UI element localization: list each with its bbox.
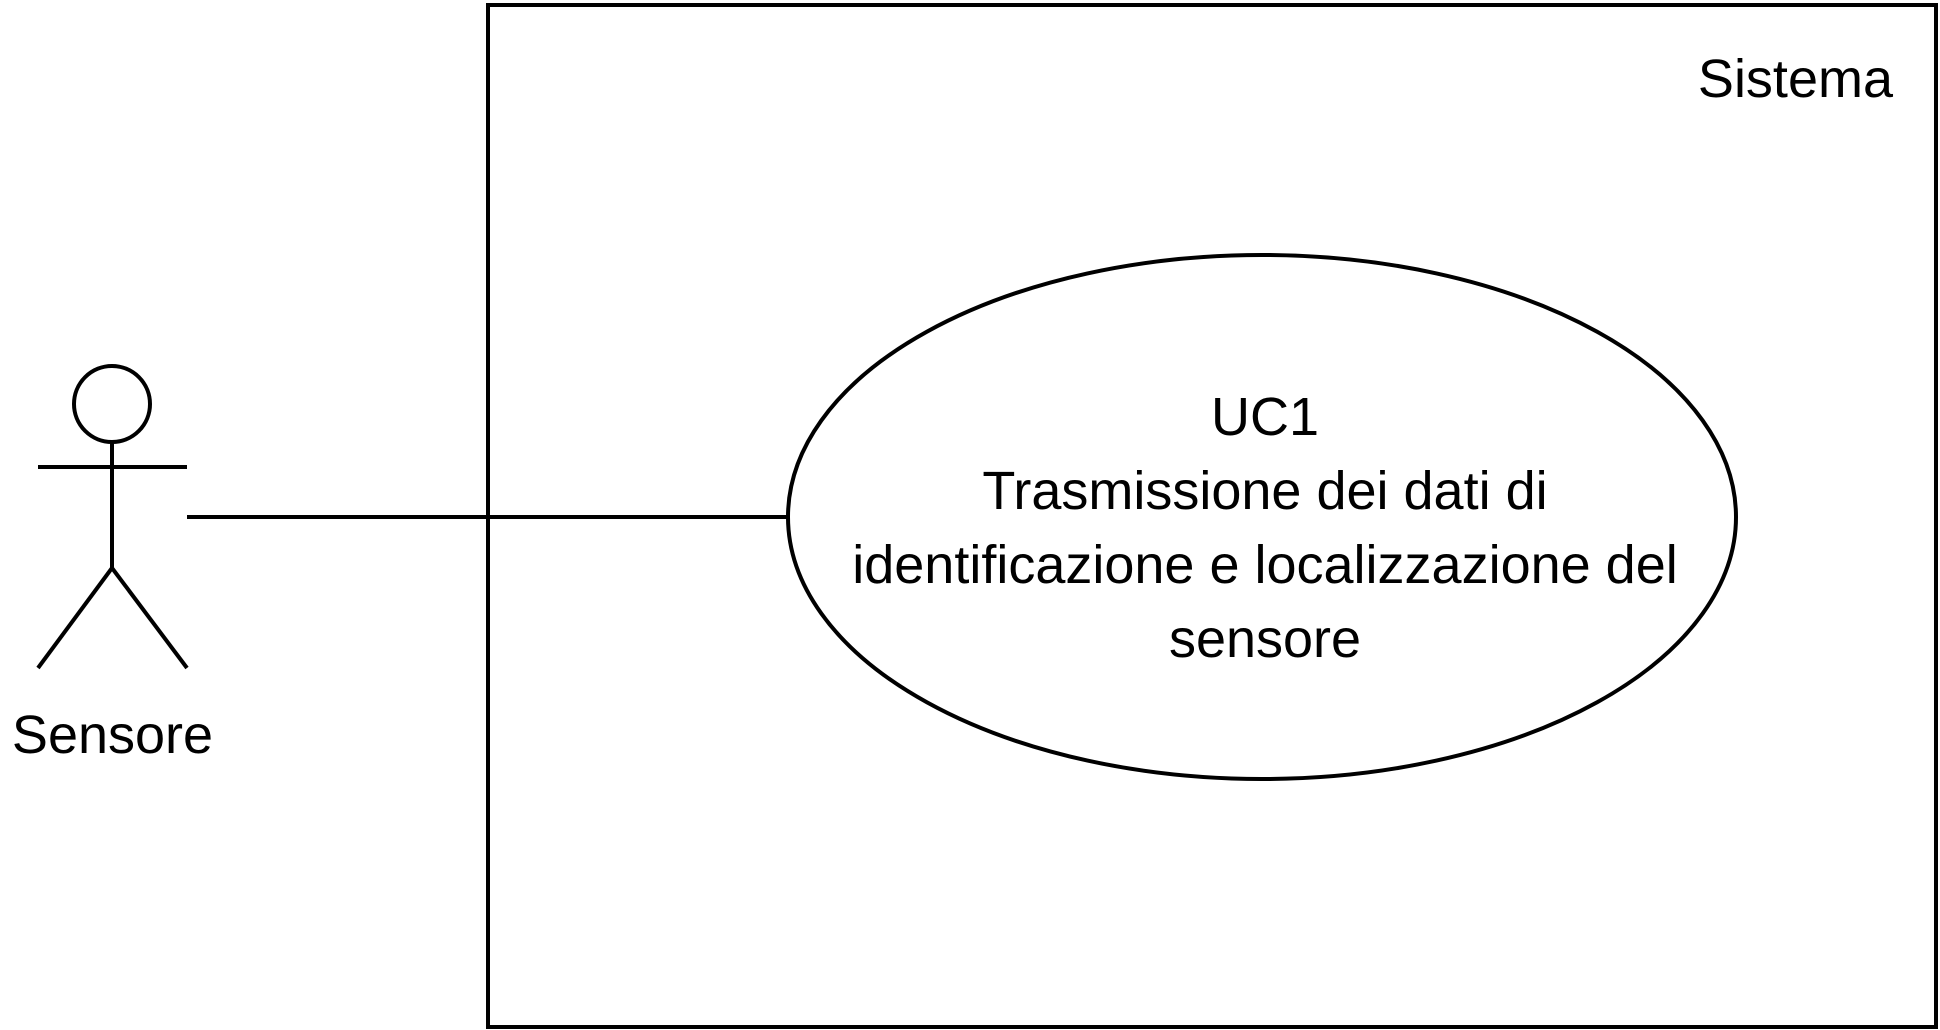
system-label: Sistema bbox=[1697, 49, 1893, 109]
actor-head bbox=[72, 364, 152, 444]
actor-label: Sensore bbox=[11, 705, 214, 765]
use-case-id: UC1 bbox=[1210, 387, 1320, 447]
use-case-name-line: sensore bbox=[1168, 609, 1362, 669]
use-case-ellipse bbox=[786, 253, 1738, 781]
actor-figure bbox=[36, 364, 189, 670]
actor-left-leg bbox=[36, 566, 114, 670]
use-case-name-line: Trasmissione dei dati di bbox=[982, 461, 1548, 521]
use-case-name-line: identificazione e localizzazione del bbox=[852, 535, 1678, 595]
actor-right-leg bbox=[110, 566, 189, 670]
use-case-text: UC1 Trasmissione dei dati di identificaz… bbox=[790, 380, 1740, 676]
